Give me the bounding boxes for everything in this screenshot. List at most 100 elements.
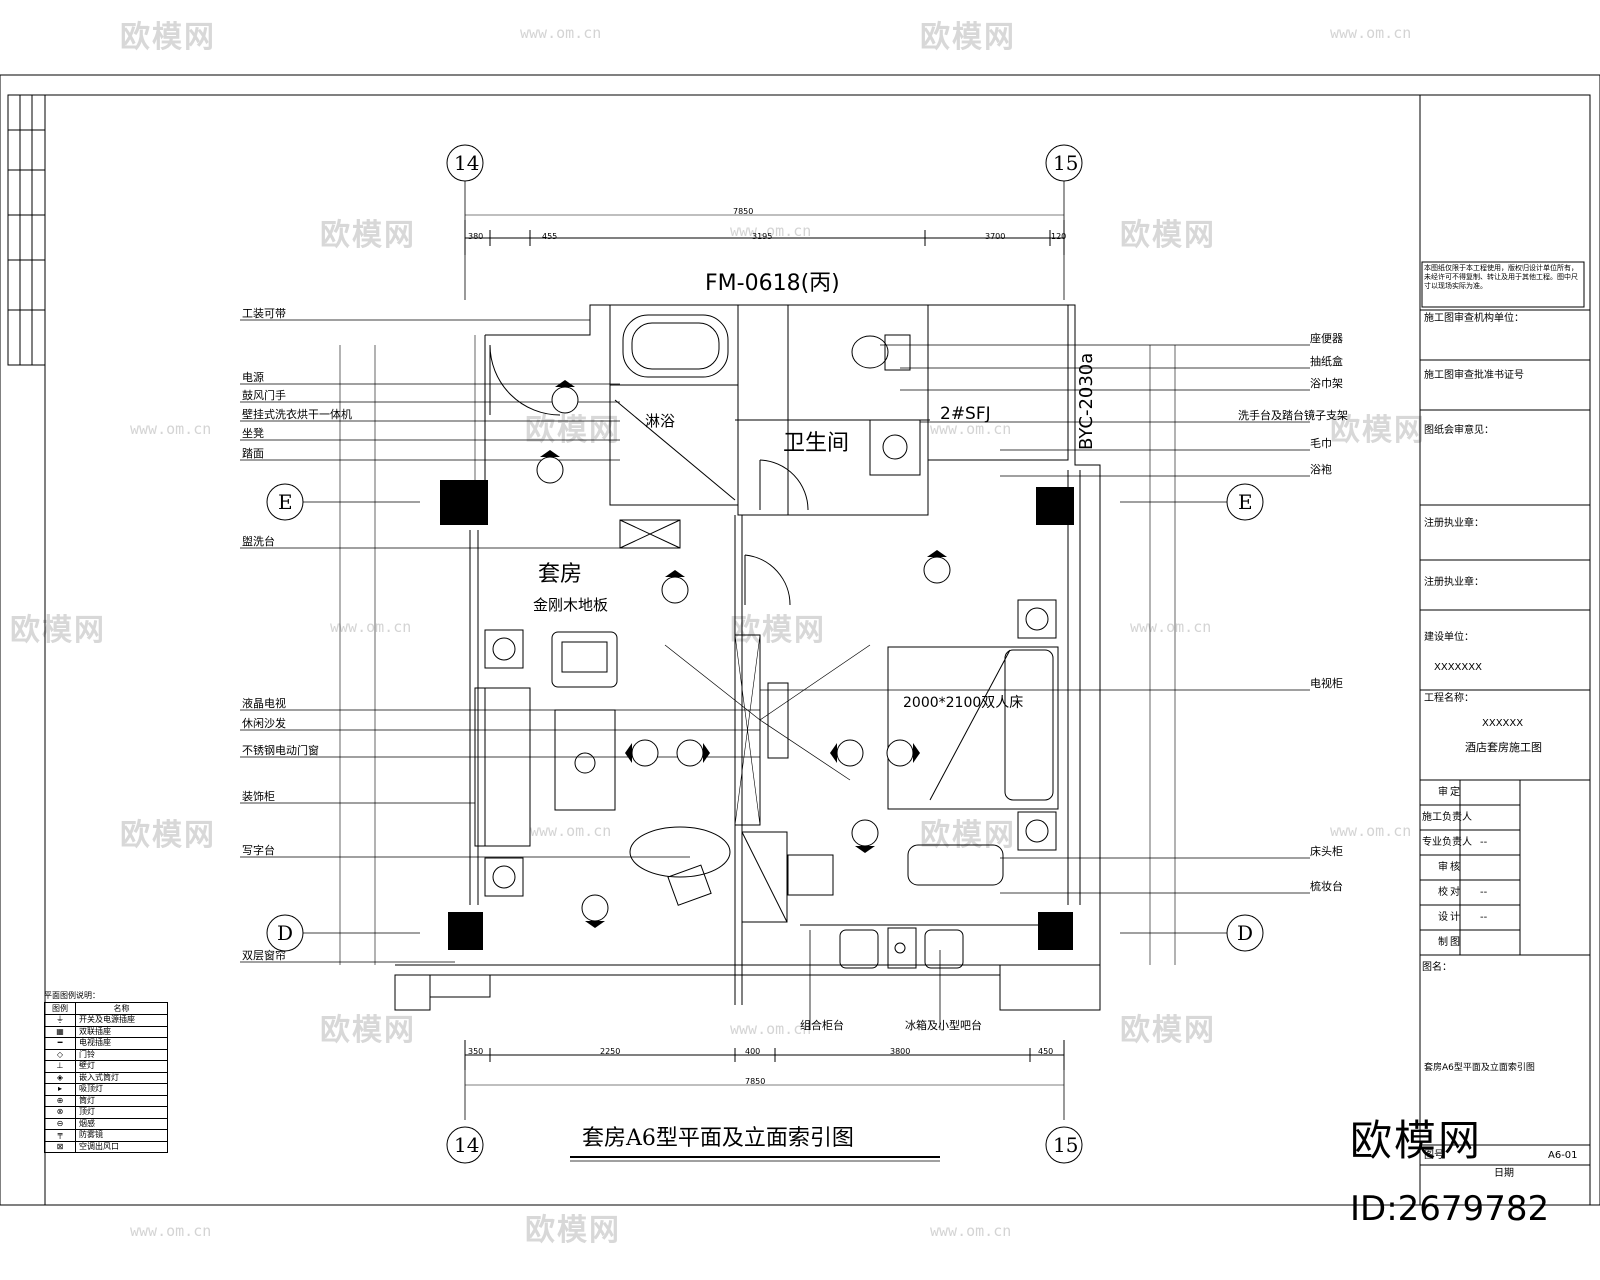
watermark-url: www.om.cn [730, 1020, 812, 1038]
client-name: XXXXXXX [1434, 662, 1482, 673]
legend-rows: ⏚开关及电源插座 ▦双联插座 ━电视插座 ◇门铃 ⊥壁灯 ◈嵌入式筒灯 ▸吸顶灯… [45, 1015, 167, 1152]
legend-row: ⊗顶灯 [45, 1107, 167, 1119]
legend-row-label: 门铃 [79, 1049, 95, 1059]
dim-top-part: 380 [468, 232, 484, 241]
dim-top-total: 7850 [733, 207, 754, 216]
ac-vent-icon: ⊠ [45, 1141, 76, 1152]
legend-title: 平面图例说明： [44, 991, 100, 1000]
legend-row: ⏚开关及电源插座 [45, 1015, 167, 1027]
footer-label: 图号 [1424, 1150, 1444, 1161]
legend-row-label: 吸顶灯 [79, 1084, 103, 1093]
legend-header: 图例 名称 [45, 1003, 167, 1015]
watermark-url: www.om.cn [130, 420, 212, 438]
vertical-code: BYC-2030a [1076, 352, 1097, 450]
annotation-left: 壁挂式洗衣烘干一体机 [242, 408, 352, 421]
annotation-right: 床头柜 [1310, 845, 1343, 858]
legend-row: ⊥壁灯 [45, 1061, 167, 1073]
sign-label: 设 [1438, 912, 1448, 923]
grid-label-col-right: 15 [1053, 151, 1079, 175]
grid-label-col-left: 14 [454, 151, 480, 175]
legend-row: ◈嵌入式筒灯 [45, 1072, 167, 1084]
dim-bottom-part: 3800 [890, 1047, 911, 1056]
legend-row-label: 双联插座 [79, 1026, 111, 1036]
drawing-name-label: 图名： [1422, 962, 1452, 973]
dim-bottom-total: 7850 [745, 1077, 766, 1086]
drawing-title: 套房A6型平面及立面索引图 [582, 1126, 854, 1151]
annotation-right: 电视柜 [1310, 677, 1343, 690]
grid-label-col-left: 14 [454, 1133, 480, 1157]
annotation-left: 电源 [242, 371, 264, 384]
annotation-right: 浴袍 [1310, 463, 1332, 476]
annotation-left: 装饰柜 [242, 790, 275, 803]
annotation-left: 工装可带 [242, 307, 286, 320]
annotation-left: 坐凳 [242, 427, 264, 440]
legend-row-label: 电视插座 [79, 1038, 111, 1047]
room-label-suite: 套房 [538, 562, 583, 587]
sign-label: 图 [1450, 937, 1460, 948]
watermark-url: www.om.cn [1130, 618, 1212, 636]
tv-socket-icon: ━ [45, 1038, 76, 1049]
titleblock-field: 施工图审查机构单位： [1424, 313, 1524, 324]
legend-header-icon: 图例 [45, 1003, 76, 1014]
legend-row: ▸吸顶灯 [45, 1084, 167, 1096]
titleblock-field: 注册执业章： [1424, 577, 1484, 588]
dim-top-part: 3700 [985, 232, 1006, 241]
floor-material-label: 金刚木地板 [533, 596, 609, 614]
legend-row: ▦双联插座 [45, 1026, 167, 1038]
annotation-left: 液晶电视 [242, 697, 286, 710]
watermark-brand: 欧模网 [730, 613, 826, 648]
annotation-right: 抽纸盒 [1310, 355, 1343, 368]
legend-row: ━电视插座 [45, 1038, 167, 1050]
drawing-number: A6-01 [1548, 1150, 1578, 1161]
watermark-brand: 欧模网 [120, 818, 216, 853]
smoke-detector-icon: ⊖ [45, 1118, 76, 1129]
legend-row: ⊠空调出风口 [45, 1141, 167, 1152]
dim-top-part: 455 [542, 232, 558, 241]
sign-label: 施工负责人 [1422, 812, 1472, 823]
titleblock-field: 工程名称： [1424, 693, 1474, 704]
spotlight-icon: ⊕ [45, 1095, 76, 1106]
titleblock-field: 注册执业章： [1424, 518, 1484, 529]
legend-row-label: 空调出风口 [79, 1141, 119, 1151]
watermark-brand: 欧模网 [1330, 413, 1426, 448]
annotation-right: 洗手台及踏台镜子支架 [1238, 409, 1348, 422]
watermark-url: www.om.cn [930, 420, 1012, 438]
watermark-brand: 欧模网 [10, 613, 106, 648]
legend-row: ⊕筒灯 [45, 1095, 167, 1107]
room-label-bathroom: 卫生间 [783, 431, 850, 456]
watermark-url: www.om.cn [1330, 822, 1412, 840]
legend-row-label: 顶灯 [79, 1107, 95, 1116]
titleblock-field: 建设单位： [1424, 632, 1474, 643]
legend-row-label: 筒灯 [79, 1095, 95, 1105]
room-label-shower: 淋浴 [645, 412, 676, 430]
legend-row-label: 壁灯 [79, 1061, 95, 1070]
grid-label-col-right: 15 [1053, 1133, 1079, 1157]
project-title: 酒店套房施工图 [1465, 741, 1542, 754]
stamp-brand: 欧模网 [1350, 1116, 1483, 1165]
annotation-left: 双层窗帘 [242, 949, 286, 962]
annotation-right: 浴巾架 [1310, 377, 1343, 390]
top-lamp-icon: ⊗ [45, 1107, 76, 1118]
downlight-icon: ◈ [45, 1072, 76, 1083]
bed-label: 2000*2100双人床 [903, 695, 1024, 711]
sign-label: 校 [1438, 887, 1448, 898]
watermark-url: www.om.cn [930, 1222, 1012, 1240]
dim-bottom-part: 2250 [600, 1047, 621, 1056]
sign-value: -- [1480, 837, 1488, 848]
titleblock-note: 本图纸仅限于本工程使用，版权归设计单位所有，未经许可不得复制、转让及用于其他工程… [1424, 264, 1578, 290]
watermark-url: www.om.cn [520, 24, 602, 42]
switch-icon: ⏚ [45, 1015, 76, 1026]
mirror-icon: ╤ [45, 1130, 76, 1141]
watermark-brand: 欧模网 [1120, 218, 1216, 253]
sign-label: 制 [1438, 937, 1448, 948]
footer-label: 日期 [1494, 1168, 1514, 1179]
wall-lamp-icon: ⊥ [45, 1061, 76, 1072]
legend-row: ⊖烟感 [45, 1118, 167, 1130]
annotation-right: 梳妆台 [1310, 880, 1343, 893]
legend-header-name: 名称 [113, 1004, 130, 1013]
grid-label-row-bottom: D [1237, 921, 1254, 945]
door-tag: 2#SFJ [940, 404, 991, 424]
watermark-url: www.om.cn [330, 618, 412, 636]
watermark-brand: 欧模网 [525, 413, 621, 448]
